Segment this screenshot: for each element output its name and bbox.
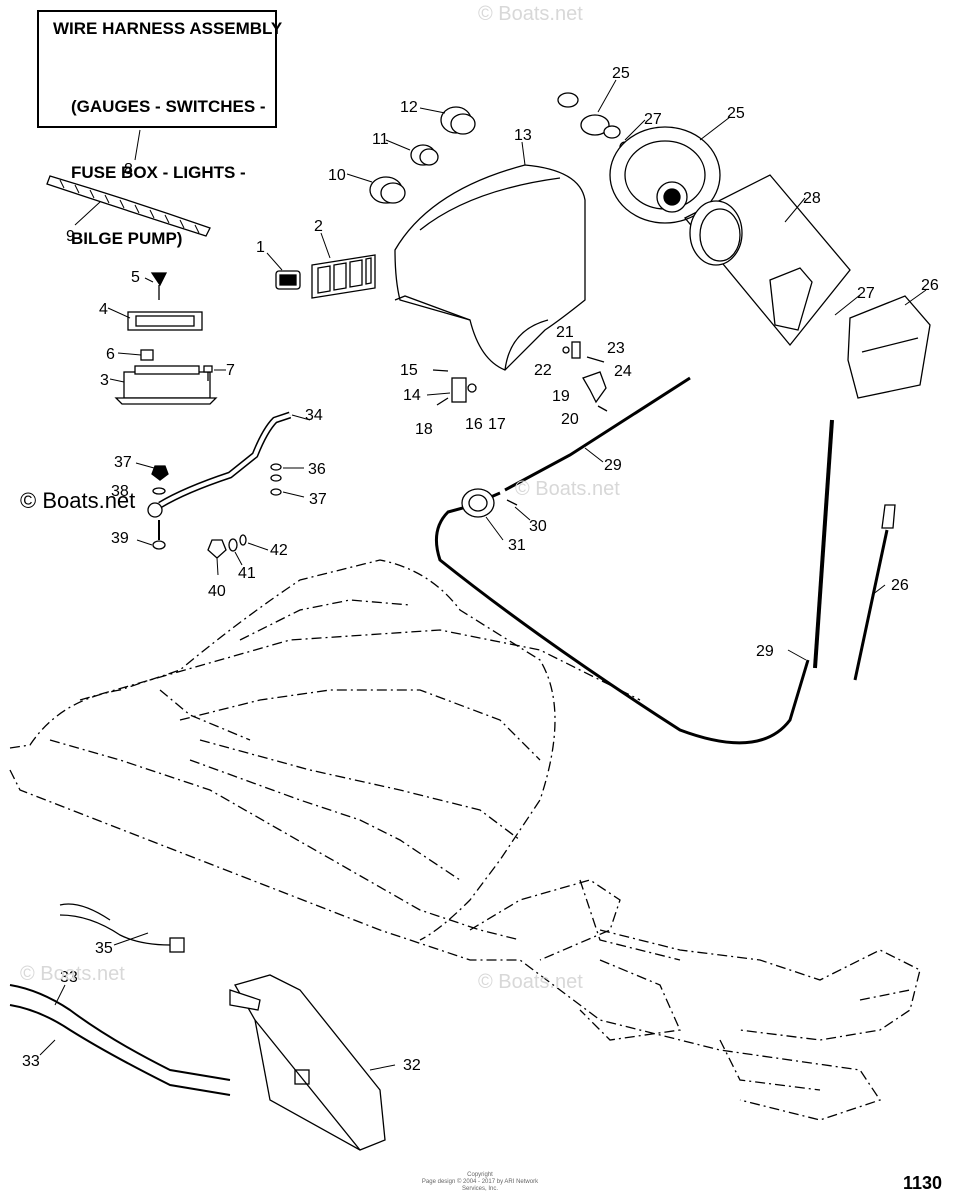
callout-23: 23	[607, 340, 625, 357]
helm-kit-28	[683, 174, 851, 347]
callout-28: 28	[803, 190, 821, 207]
copyright-notice: Copyright Page design © 2004 - 2017 by A…	[415, 1172, 545, 1193]
watermark-faint: © Boats.net	[20, 963, 125, 985]
watermark-faint: © Boats.net	[478, 3, 583, 25]
bracket-19	[582, 371, 607, 404]
callout-25a: 25	[612, 65, 630, 82]
callout-26b: 26	[891, 577, 909, 594]
watermark-faint: © Boats.net	[515, 478, 620, 500]
callout-labels: 8 9 1 2 5 4 6 7 3 10 11 12 13 15 14 16 1…	[22, 65, 939, 1074]
callout-42: 42	[270, 542, 288, 559]
callout-1: 1	[256, 239, 265, 256]
boat-hull-outline	[9, 559, 921, 1121]
callout-8: 8	[124, 161, 133, 178]
callout-37b: 37	[309, 491, 327, 508]
callout-6: 6	[106, 346, 115, 363]
link-end-38	[147, 502, 163, 518]
callout-33b: 33	[22, 1053, 40, 1070]
callout-11: 11	[372, 131, 389, 148]
bezel-31	[461, 488, 495, 518]
callout-38: 38	[111, 483, 129, 500]
plate-4	[127, 311, 203, 331]
copyright-line: Copyright	[467, 1172, 493, 1178]
wire-loom-9	[46, 175, 211, 237]
callout-14: 14	[403, 387, 421, 404]
callout-30: 30	[529, 518, 547, 535]
watermark-faint: © Boats.net	[478, 971, 583, 993]
callout-25b: 25	[727, 105, 745, 122]
wire-harness-subtitle-line: (GAUGES - SWITCHES -	[71, 97, 266, 116]
remote-control-32	[234, 974, 386, 1151]
wire-harness-subtitle-line: FUSE BOX - LIGHTS -	[71, 163, 246, 182]
leader-lines	[39, 79, 927, 1071]
fuse-box-3	[123, 371, 211, 399]
callout-27a: 27	[644, 111, 662, 128]
callout-29a: 29	[604, 457, 622, 474]
callout-20: 20	[561, 411, 579, 428]
callout-31: 31	[508, 537, 526, 554]
callout-17: 17	[488, 416, 506, 433]
wire-harness-subtitle: (GAUGES - SWITCHES - FUSE BOX - LIGHTS -…	[71, 52, 266, 294]
wire-harness-label-box: WIRE HARNESS ASSEMBLY (GAUGES - SWITCHES…	[37, 10, 282, 248]
fuse-knob-5	[150, 272, 168, 287]
dash-cover-13	[394, 164, 586, 371]
wire-harness-subtitle-line: BILGE PUMP)	[71, 229, 183, 248]
figure-number: 1130	[902, 1173, 942, 1193]
hub-25	[580, 114, 610, 136]
callout-35: 34	[305, 407, 323, 424]
callout-24: 24	[614, 363, 632, 380]
callout-41: 41	[238, 565, 256, 582]
callout-40: 40	[208, 583, 226, 600]
bolt-39	[152, 540, 166, 550]
callout-9: 9	[66, 228, 75, 245]
harness-34	[59, 914, 171, 946]
callout-33a: 33	[60, 969, 78, 986]
cable-33	[9, 984, 231, 1081]
callout-29b: 29	[756, 643, 774, 660]
callout-21: 21	[556, 324, 574, 341]
nut-40	[207, 539, 227, 559]
fuse-6	[140, 349, 154, 361]
callout-18: 18	[415, 421, 433, 438]
callout-4: 4	[99, 301, 108, 318]
callout-36: 36	[308, 461, 326, 478]
callout-12: 12	[400, 99, 418, 116]
wire-harness-title: WIRE HARNESS ASSEMBLY	[53, 19, 283, 38]
callout-5: 5	[131, 269, 140, 286]
callout-2: 2	[314, 218, 323, 235]
nut-37	[151, 465, 169, 481]
callout-3: 3	[100, 372, 109, 389]
callout-16: 16	[465, 416, 483, 433]
helm-26	[847, 295, 931, 399]
callout-13: 13	[514, 127, 532, 144]
callout-37a: 37	[114, 454, 132, 471]
callout-32: 32	[403, 1057, 421, 1074]
callout-27b: 27	[857, 285, 875, 302]
callout-39: 39	[111, 530, 129, 547]
ring-25	[557, 92, 579, 108]
callout-22: 22	[534, 362, 552, 379]
callout-26a: 26	[921, 277, 939, 294]
callout-10: 10	[328, 167, 346, 184]
watermark-main: © Boats.net	[20, 488, 135, 513]
bracket-14	[451, 377, 467, 403]
callout-34: 35	[95, 940, 113, 957]
copyright-line: Page design © 2004 - 2017 by ARI Network…	[421, 1179, 539, 1192]
callout-15: 15	[400, 362, 418, 379]
callout-19: 19	[552, 388, 570, 405]
callout-7: 7	[226, 362, 235, 379]
watermarks: © Boats.net © Boats.net © Boats.net © Bo…	[20, 3, 620, 993]
